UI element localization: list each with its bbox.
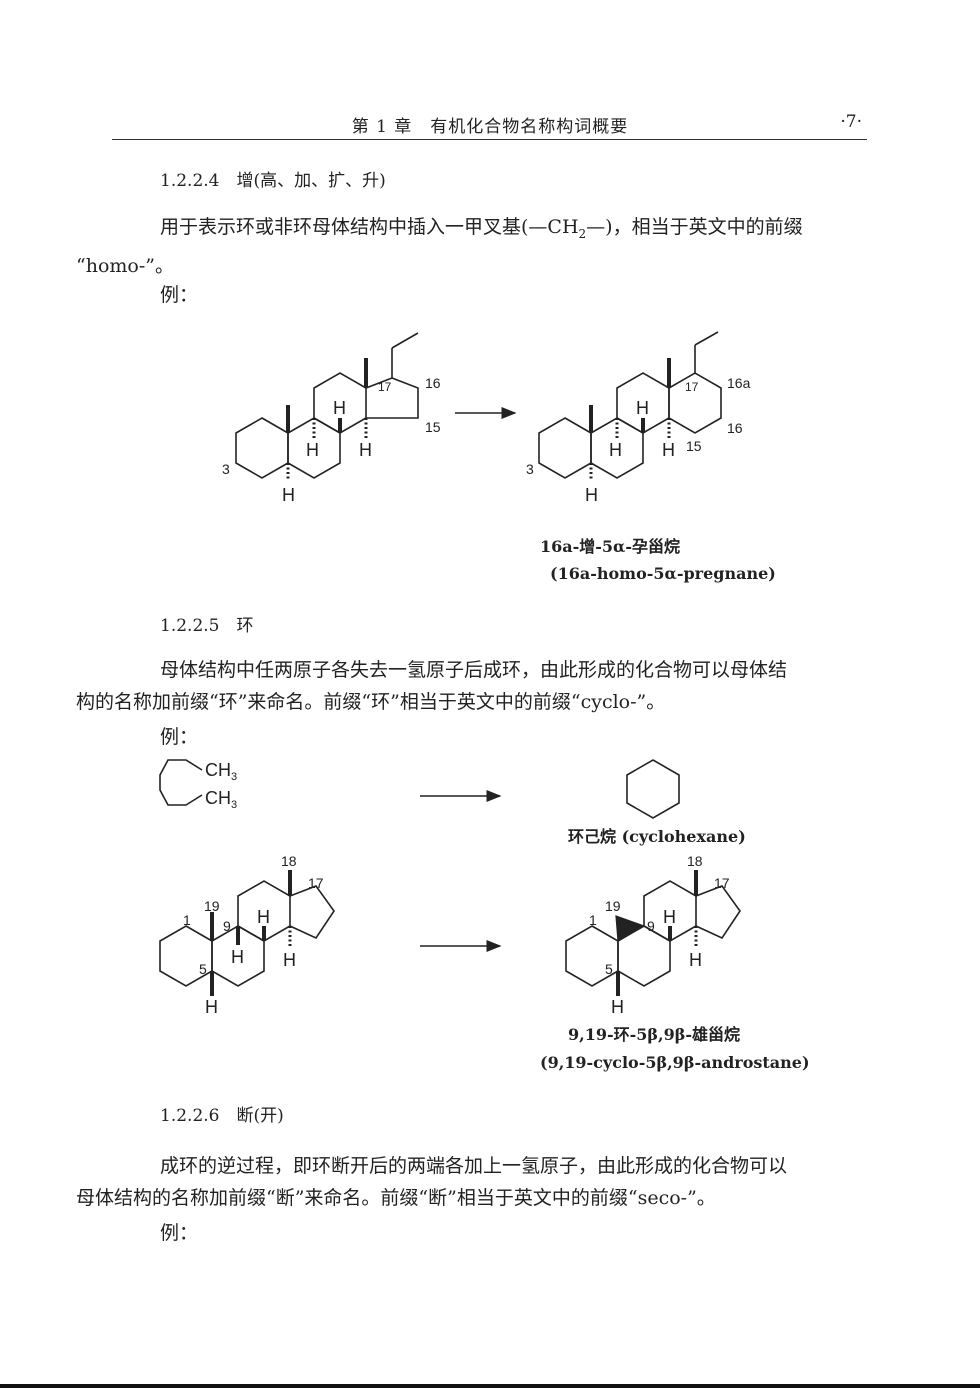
right-andro-h8: H xyxy=(663,907,676,927)
caption-homo-en: (16a-homo-5α-pregnane) xyxy=(550,564,776,583)
right-n18: 18 xyxy=(687,853,703,869)
androstane-left-structure xyxy=(159,870,335,996)
right-n5: 5 xyxy=(605,961,613,977)
androstane-right-labels: 1 19 9 5 18 17 H H H xyxy=(589,853,730,1017)
left-andro-h9: H xyxy=(231,947,244,967)
right-c16-label: 16 xyxy=(727,420,743,436)
page-number: ·7· xyxy=(840,112,862,132)
right-h-14: H xyxy=(662,440,675,460)
left-c17-label: 17 xyxy=(378,380,392,394)
running-header-title: 第 1 章 有机化合物名称构词概要 xyxy=(351,117,629,137)
pregnane-left-labels: 3 16 15 17 H H H H xyxy=(222,375,441,505)
paragraph-seco-line2: 母体结构的名称加前缀“断”来命名。前缀“断”相当于英文中的前缀“seco-”。 xyxy=(76,1187,716,1209)
right-andro-h5: H xyxy=(611,997,624,1017)
ch2-subscript: 2 xyxy=(578,226,587,241)
caption-cycloandrostane-en: (9,19-cyclo-5β,9β-androstane) xyxy=(540,1053,810,1072)
left-h-5: H xyxy=(282,485,295,505)
paragraph-homo-part1: 用于表示环或非环母体结构中插入一甲叉基(—CH xyxy=(160,216,579,238)
left-h-9: H xyxy=(306,440,319,460)
right-c16a-label: 16a xyxy=(727,375,751,391)
section-heading-1-2-2-5: 1.2.2.5 环 xyxy=(160,616,254,636)
pregnane-right-labels: 3 16a 16 15 17 H H H H xyxy=(526,375,751,505)
ch3-bottom: CH3 xyxy=(205,788,237,811)
left-andro-h5: H xyxy=(205,997,218,1017)
paragraph-cyclo-line2: 构的名称加前缀“环”来命名。前缀“环”相当于英文中的前缀“cyclo-”。 xyxy=(76,691,666,713)
left-c16-label: 16 xyxy=(425,375,441,391)
androstane-left-labels: 1 19 9 5 18 17 H H H H xyxy=(183,853,324,1017)
right-n17: 17 xyxy=(714,875,730,891)
example-label-3: 例： xyxy=(160,1222,199,1244)
right-andro-h14: H xyxy=(689,950,702,970)
paragraph-homo: 用于表示环或非环母体结构中插入一甲叉基(—CH2—)，相当于英文中的前缀 “ho… xyxy=(76,211,868,282)
paragraph-cyclo: 母体结构中任两原子各失去一氢原子后成环，由此形成的化合物可以母体结 构的名称加前… xyxy=(76,654,868,718)
hexane-chain xyxy=(159,759,203,806)
paragraph-cyclo-line1: 母体结构中任两原子各失去一氢原子后成环，由此形成的化合物可以母体结 xyxy=(160,659,788,681)
pregnane-right-structure xyxy=(538,331,722,480)
paragraph-homo-part3: “homo-”。 xyxy=(76,254,174,277)
cycloandrostane-scheme: 1 19 9 5 18 17 H H H H 1 19 9 5 18 17 H … xyxy=(159,853,741,1017)
left-n19: 19 xyxy=(204,898,220,914)
left-andro-h14: H xyxy=(283,950,296,970)
left-n9: 9 xyxy=(223,918,231,934)
homo-pregnane-scheme: 3 16 15 17 H H H H 3 16a 16 15 17 H H H … xyxy=(222,331,751,505)
page-bottom-edge xyxy=(0,1384,980,1388)
caption-cyclohexane: 环己烷 (cyclohexane) xyxy=(568,827,746,846)
cyclohexane-ring xyxy=(626,759,680,819)
section-heading-1-2-2-6: 1.2.2.6 断(开) xyxy=(160,1106,284,1126)
right-n9: 9 xyxy=(647,918,655,934)
caption-homo-cn: 16a-增-5α-孕甾烷 xyxy=(540,537,681,556)
androstane-right-structure xyxy=(565,870,741,996)
left-andro-h8: H xyxy=(257,907,270,927)
left-n17: 17 xyxy=(308,875,324,891)
left-h-8: H xyxy=(333,398,346,418)
left-c3-label: 3 xyxy=(222,461,230,477)
section-heading-1-2-2-4: 1.2.2.4 增(高、加、扩、升) xyxy=(160,171,386,191)
left-n1: 1 xyxy=(183,912,191,928)
right-n19: 19 xyxy=(605,898,621,914)
example-label-1: 例： xyxy=(160,284,199,306)
left-h-14: H xyxy=(359,440,372,460)
right-h-8: H xyxy=(636,398,649,418)
pregnane-left-structure xyxy=(235,332,419,480)
right-h-5: H xyxy=(585,485,598,505)
left-n18: 18 xyxy=(281,853,297,869)
paragraph-seco: 成环的逆过程，即环断开后的两端各加上一氢原子，由此形成的化合物可以 母体结构的名… xyxy=(76,1150,868,1214)
right-n1: 1 xyxy=(589,912,597,928)
cyclohexane-scheme: CH3 CH3 xyxy=(159,759,680,819)
right-h-9: H xyxy=(609,440,622,460)
right-c3-label: 3 xyxy=(526,461,534,477)
paragraph-homo-part2: —)，相当于英文中的前缀 xyxy=(586,216,803,238)
left-c15-label: 15 xyxy=(425,419,441,435)
ch3-top: CH3 xyxy=(205,760,237,783)
paragraph-seco-line1: 成环的逆过程，即环断开后的两端各加上一氢原子，由此形成的化合物可以 xyxy=(160,1155,788,1177)
header-rule xyxy=(112,139,867,140)
example-label-2: 例： xyxy=(160,726,199,748)
caption-cycloandrostane-cn: 9,19-环-5β,9β-雄甾烷 xyxy=(568,1025,740,1044)
right-c15-label: 15 xyxy=(686,438,702,454)
right-c17-label: 17 xyxy=(685,380,699,394)
left-n5: 5 xyxy=(199,961,207,977)
